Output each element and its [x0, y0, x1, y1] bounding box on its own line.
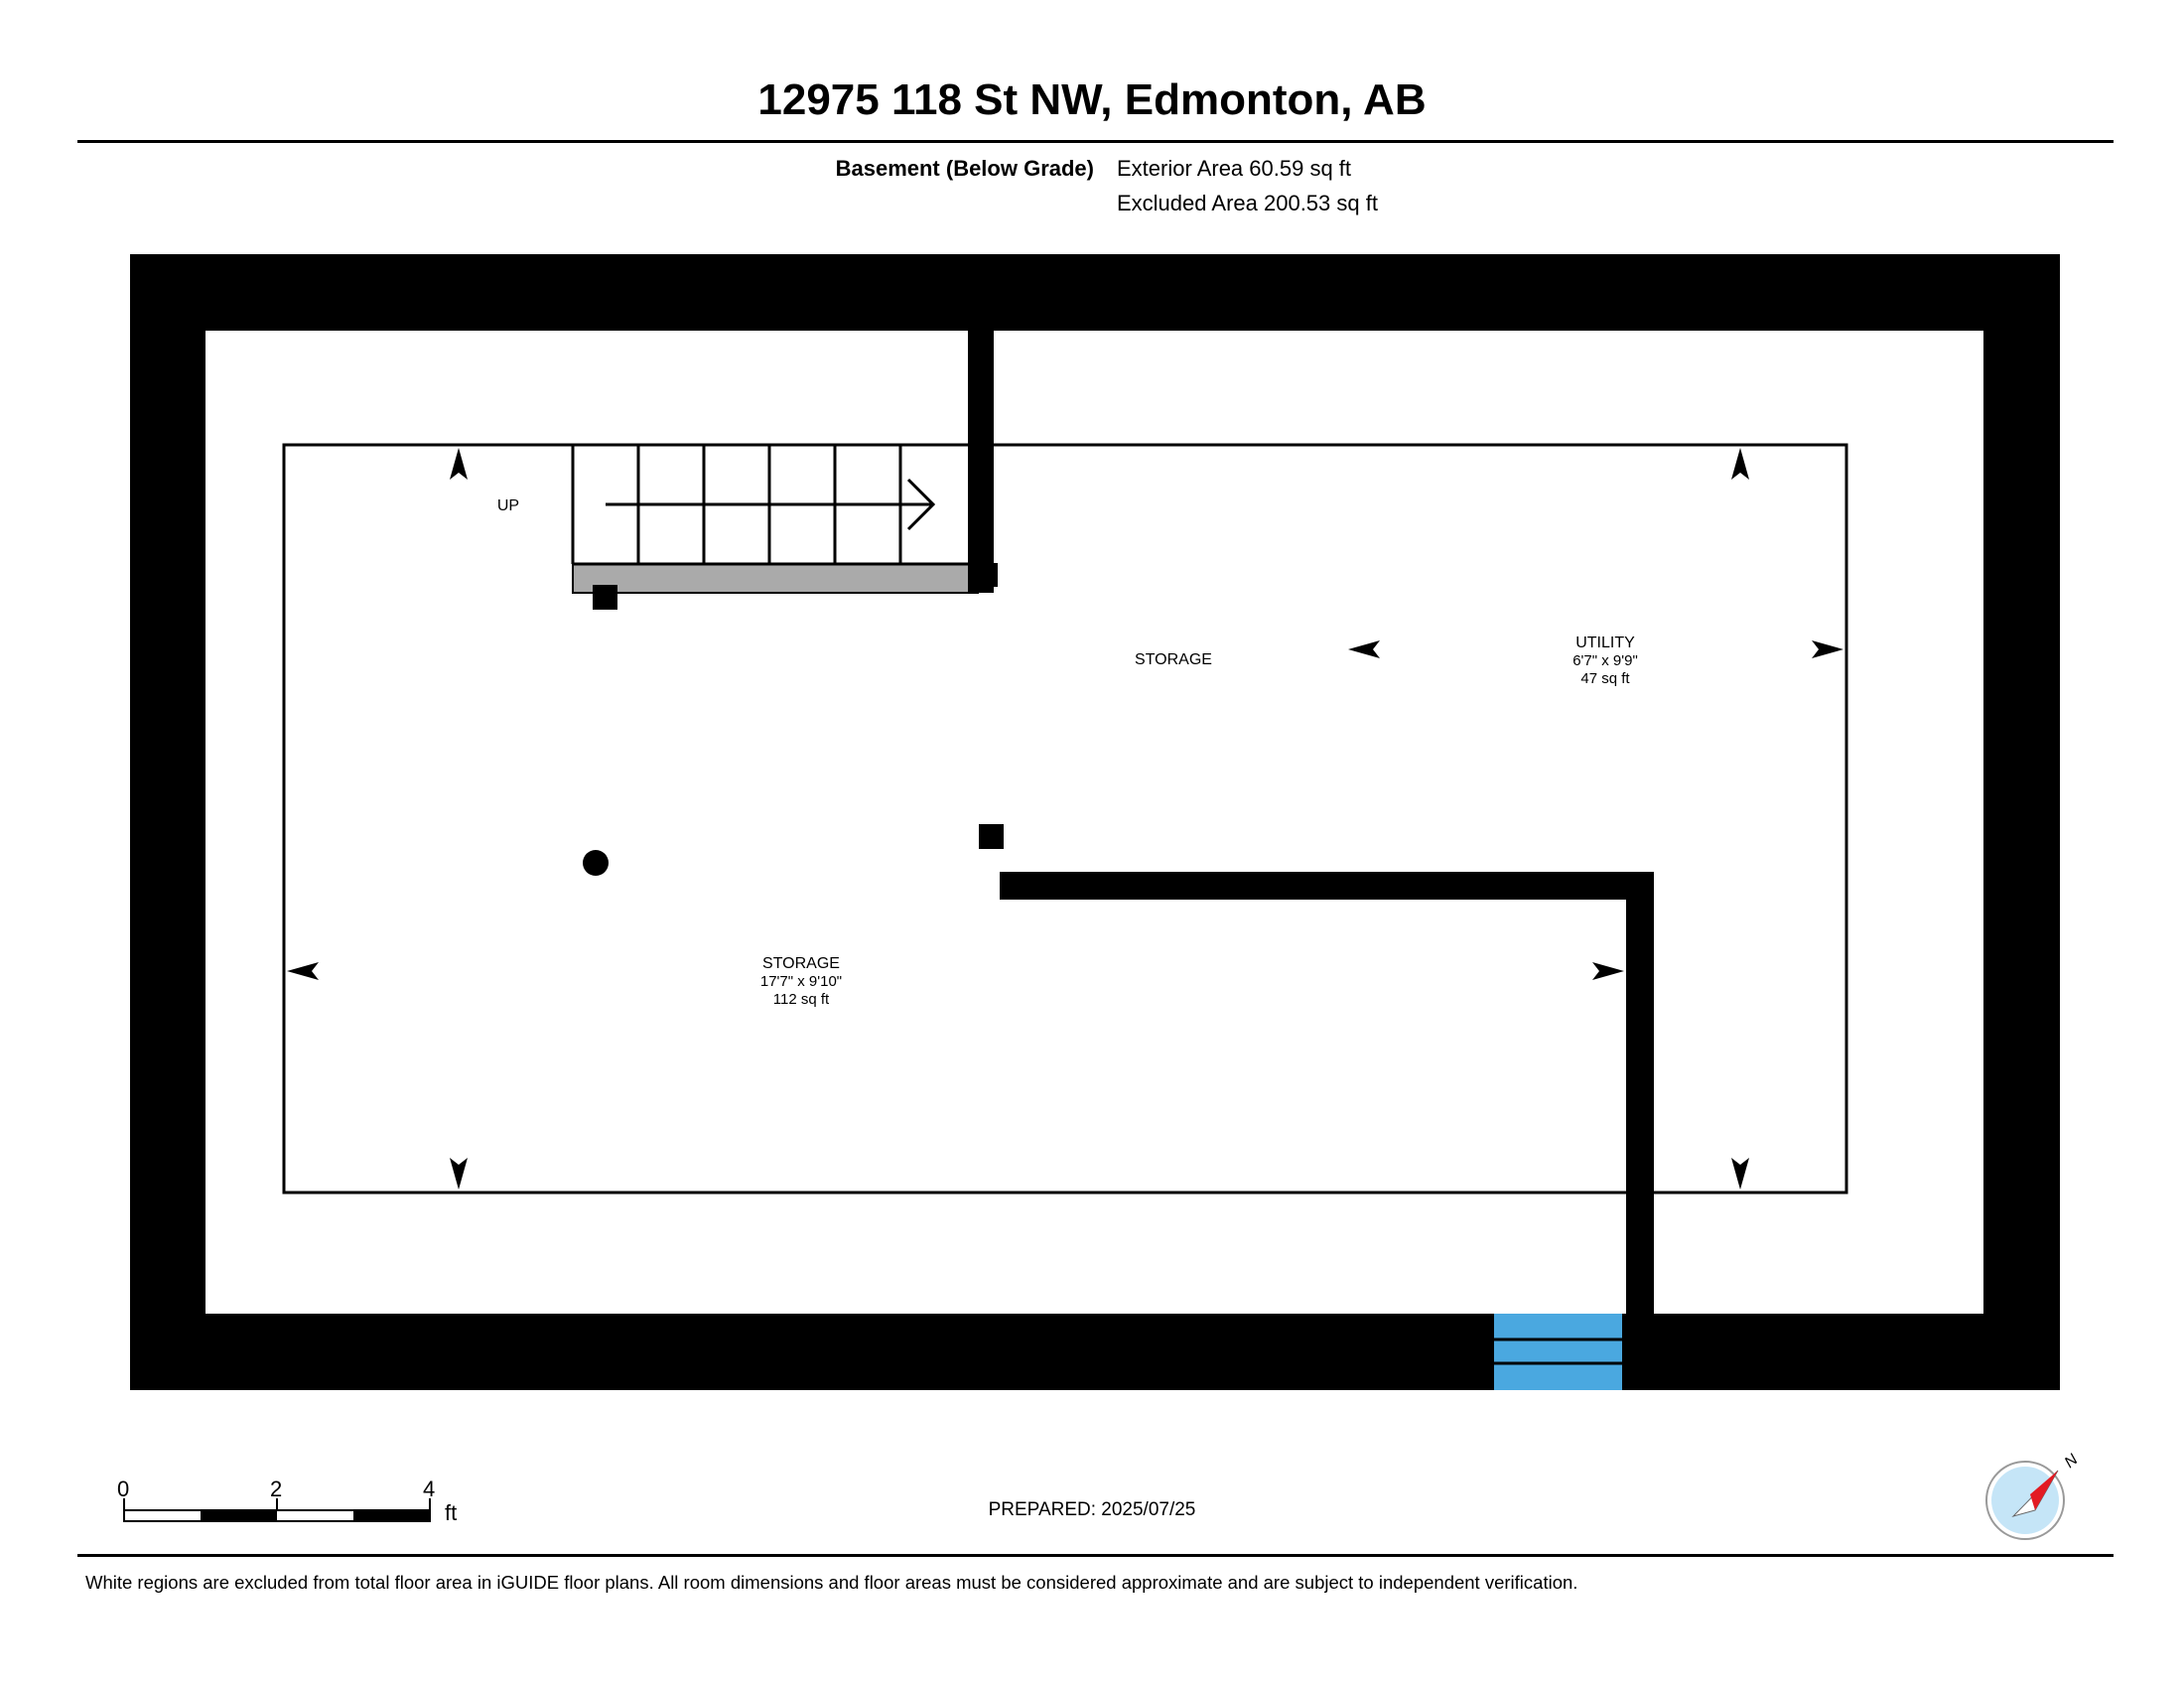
dimension-arrow-right	[1812, 640, 1843, 658]
scale-tick-label: 4	[423, 1477, 436, 1501]
dimension-arrow-up	[450, 448, 468, 480]
support-post	[593, 585, 617, 610]
interior-wall	[1000, 872, 1654, 900]
scale-bar	[123, 1498, 431, 1522]
page-title: 12975 118 St NW, Edmonton, AB	[757, 75, 1427, 124]
disclaimer: White regions are excluded from total fl…	[85, 1572, 1578, 1593]
room-name: UTILITY	[1575, 634, 1635, 651]
north-arrow-compass-icon: N	[1985, 1451, 2082, 1540]
stair-landing	[572, 563, 979, 594]
staircase	[571, 445, 978, 566]
support-post	[979, 824, 1004, 849]
room-name: STORAGE	[762, 955, 840, 972]
dimension-arrow-right	[1592, 962, 1624, 980]
prepared-date: PREPARED: 2025/07/25	[988, 1499, 1196, 1520]
compass-north-label: N	[2062, 1451, 2082, 1472]
dimension-arrow-left	[287, 962, 319, 980]
excluded-area: Excluded Area 200.53 sq ft	[1117, 191, 1378, 215]
floor-drain	[583, 850, 609, 876]
header-divider	[77, 140, 2114, 143]
exterior-wall	[130, 254, 2060, 1390]
scale-tick-label: 2	[270, 1477, 283, 1501]
room-outline	[282, 443, 1848, 1195]
dimension-arrow-up	[1731, 448, 1749, 480]
scale-unit: ft	[445, 1500, 458, 1525]
stair-direction-arrow	[606, 478, 936, 531]
stair-label: UP	[497, 497, 519, 514]
dimension-arrow-down	[450, 1158, 468, 1190]
dimension-arrow-left	[1348, 640, 1380, 658]
interior-wall-stub	[968, 563, 998, 587]
interior-wall	[1626, 872, 1654, 1314]
room-dimensions: 6'7" x 9'9"	[1572, 652, 1638, 669]
interior-wall	[968, 331, 994, 593]
dimension-arrow-down	[1731, 1158, 1749, 1190]
room-area: 112 sq ft	[773, 991, 830, 1008]
footer-divider	[77, 1554, 2114, 1557]
exterior-area: Exterior Area 60.59 sq ft	[1117, 156, 1352, 181]
room-area: 47 sq ft	[1580, 670, 1630, 687]
room-name: STORAGE	[1135, 651, 1212, 668]
window	[1494, 1314, 1622, 1390]
scale-tick-label: 0	[117, 1477, 130, 1501]
level-label: Basement (Below Grade)	[835, 156, 1094, 181]
room-dimensions: 17'7" x 9'10"	[760, 973, 842, 990]
